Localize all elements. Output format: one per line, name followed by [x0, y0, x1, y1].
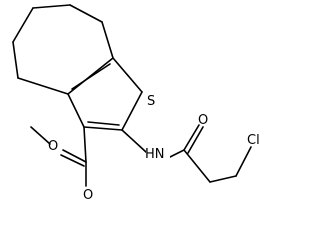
methyl-ester-group: [30, 126, 87, 187]
amine-nh-label: HN: [145, 147, 165, 162]
chlorine-label: Cl: [247, 133, 260, 148]
chemical-structure-diagram: S HN O O O Cl: [12, 4, 260, 203]
atom-labels: S HN O O O Cl: [48, 91, 260, 203]
bond: [121, 91, 143, 131]
amide-carbonyl-oxygen-label: O: [198, 113, 208, 128]
ester-ether-oxygen-label: O: [83, 188, 93, 203]
bond: [121, 129, 147, 153]
bond: [209, 175, 237, 183]
bond: [69, 4, 103, 23]
bond: [187, 126, 204, 154]
chloropropanamide-chain: [121, 124, 252, 183]
bond: [32, 4, 71, 9]
bond: [112, 57, 143, 93]
thiophene-ring: [67, 57, 143, 131]
bond: [12, 7, 34, 43]
bond: [30, 126, 51, 145]
bond: [12, 41, 19, 79]
bond: [183, 124, 200, 151]
bond: [67, 93, 85, 128]
ester-carbonyl-oxygen-label: O: [48, 139, 58, 154]
bond: [101, 21, 114, 59]
sulfur-label: S: [147, 94, 155, 109]
bond: [87, 121, 120, 126]
bond: [17, 77, 69, 95]
bond: [62, 149, 87, 163]
bond: [60, 154, 85, 167]
bond: [83, 126, 123, 131]
cycloheptane-ring: [12, 4, 114, 95]
bond: [83, 126, 87, 163]
bond: [183, 149, 211, 183]
bond: [235, 146, 252, 177]
bond: [71, 63, 111, 90]
